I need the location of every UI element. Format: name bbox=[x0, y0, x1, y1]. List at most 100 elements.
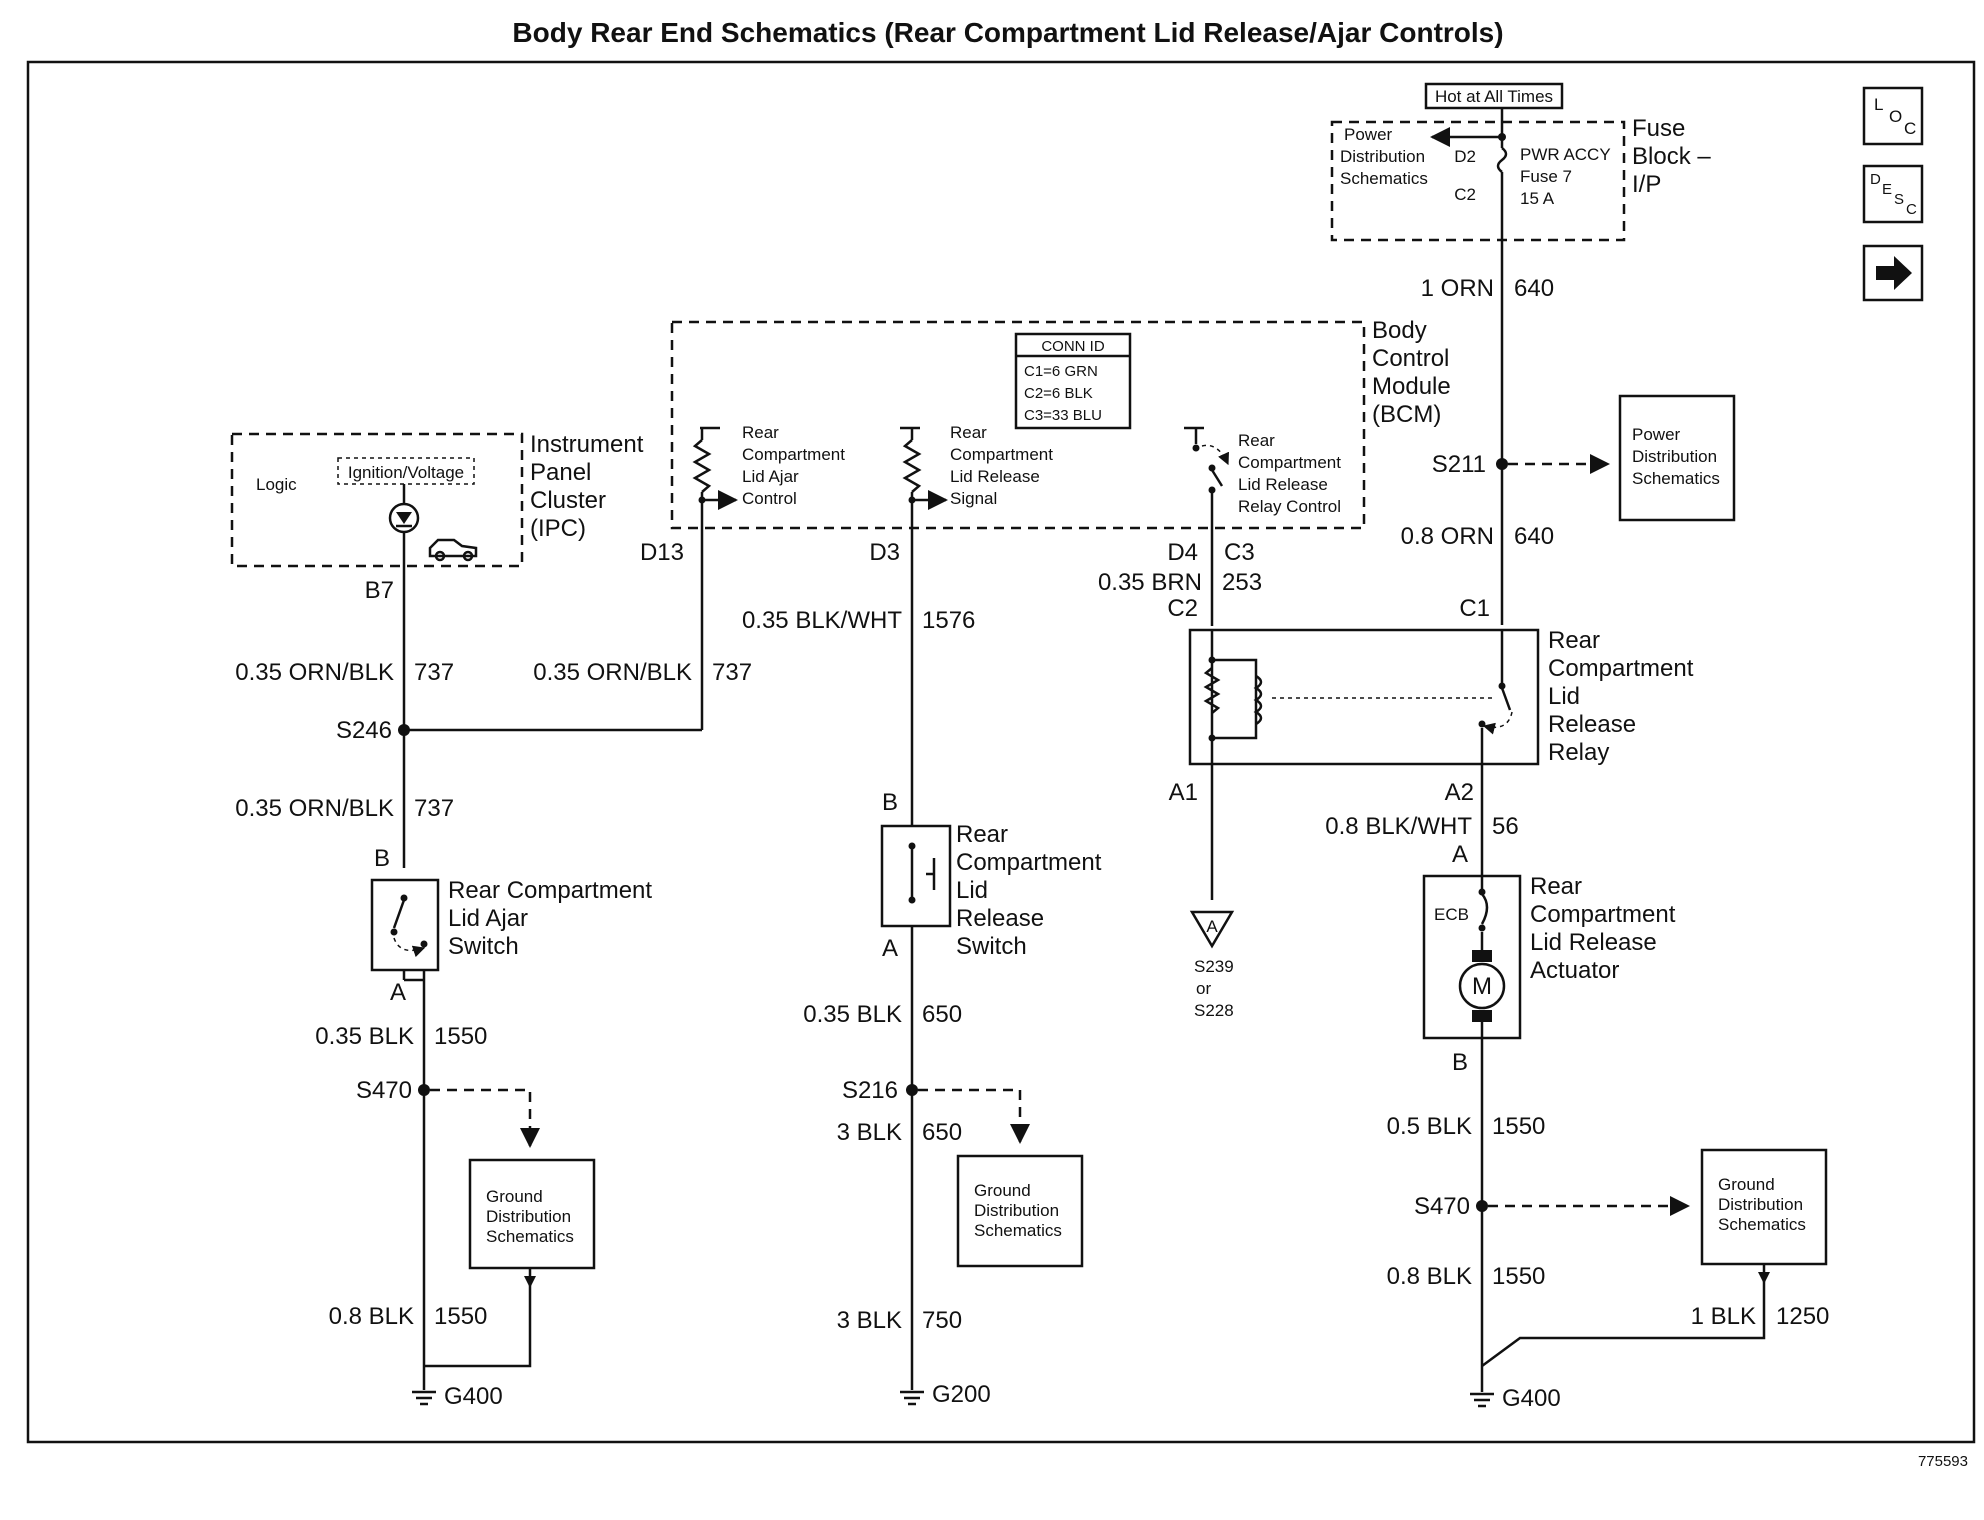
ground-g400-right-icon bbox=[1470, 1392, 1494, 1408]
ajar-switch-pin-b: B bbox=[374, 845, 390, 872]
splice-s211 bbox=[1496, 458, 1508, 470]
wire-56-gauge: 0.8 BLK/WHT bbox=[1325, 813, 1472, 840]
instrument-panel-cluster: Logic Ignition/Voltage Instrument Panel … bbox=[230, 431, 644, 576]
ground-reference-flag-icon bbox=[1189, 910, 1235, 949]
relay-coil-icon bbox=[1253, 674, 1263, 726]
wire-650-a-gauge: 0.35 BLK bbox=[803, 1001, 902, 1028]
wire-650-b-circuit: 650 bbox=[922, 1119, 962, 1146]
release-switch-name-5: Switch bbox=[956, 933, 1027, 960]
fuse-pds-label-2: Distribution bbox=[1340, 147, 1425, 166]
loc-icon[interactable]: LOC bbox=[1862, 86, 1924, 146]
bcm-pin-d13: D13 bbox=[640, 539, 684, 566]
relay-pin-c2: C2 bbox=[1167, 595, 1198, 622]
fuse-pds-label-3: Schematics bbox=[1340, 169, 1428, 188]
actuator-ecb-label: ECB bbox=[1434, 905, 1469, 924]
svg-text:L: L bbox=[1874, 95, 1883, 114]
actuator-name-3: Lid Release bbox=[1530, 929, 1657, 956]
ground-g200: G200 bbox=[932, 1381, 991, 1408]
actuator-pin-b: B bbox=[1452, 1049, 1468, 1076]
bcm-relay-control-switch bbox=[1184, 426, 1229, 530]
wire-1576-circuit: 1576 bbox=[922, 607, 975, 634]
relay-name-5: Relay bbox=[1548, 739, 1609, 766]
splice-s216-label: S216 bbox=[842, 1077, 898, 1104]
bcm-release-4: Signal bbox=[950, 489, 997, 508]
svg-text:C: C bbox=[1906, 201, 1917, 218]
pds-right-3: Schematics bbox=[1632, 469, 1720, 488]
rear-compartment-lid-release-actuator bbox=[1422, 874, 1522, 1040]
bcm-ajar-1: Rear bbox=[742, 423, 779, 442]
ground-ref-2: or bbox=[1196, 979, 1211, 998]
ajar-switch-name-1: Rear Compartment bbox=[448, 877, 652, 904]
wire-1550-b-circuit: 1550 bbox=[434, 1303, 487, 1330]
ajar-switch-pin-a: A bbox=[390, 979, 406, 1006]
figure-id: 775593 bbox=[1918, 1453, 1968, 1470]
gds-right-3: Schematics bbox=[1718, 1215, 1806, 1234]
ipc-pin-b7: B7 bbox=[365, 577, 394, 604]
conn-id-c2: C2=6 BLK bbox=[1024, 385, 1093, 402]
svg-text:S: S bbox=[1894, 191, 1904, 208]
wire-750-gauge: 3 BLK bbox=[837, 1307, 902, 1334]
bcm-ajar-control-resistor bbox=[692, 426, 738, 530]
fuse-block-name-3: I/P bbox=[1632, 171, 1661, 198]
conn-id-box bbox=[1014, 332, 1132, 430]
wire-650-a-circuit: 650 bbox=[922, 1001, 962, 1028]
bcm-release-1: Rear bbox=[950, 423, 987, 442]
wire-1250-circuit: 1250 bbox=[1776, 1303, 1829, 1330]
bcm-release-2: Compartment bbox=[950, 445, 1053, 464]
ipc-ignition-label: Ignition/Voltage bbox=[348, 463, 464, 482]
wire-737-sw-circuit: 737 bbox=[414, 795, 454, 822]
release-switch-name-4: Release bbox=[956, 905, 1044, 932]
wire-1550-c-circuit: 1550 bbox=[1492, 1113, 1545, 1140]
fuse-7-icon bbox=[1496, 147, 1508, 173]
wire-56-circuit: 56 bbox=[1492, 813, 1519, 840]
bcm-ajar-2: Compartment bbox=[742, 445, 845, 464]
next-arrow-icon[interactable] bbox=[1862, 244, 1924, 302]
wire-1250-gauge: 1 BLK bbox=[1691, 1303, 1756, 1330]
wire-1550-d-circuit: 1550 bbox=[1492, 1263, 1545, 1290]
fuse-pds-label-1: Power bbox=[1344, 125, 1393, 144]
splice-s470-right bbox=[1476, 1200, 1488, 1212]
actuator-motor-label: M bbox=[1472, 973, 1492, 1000]
relay-pin-a2: A2 bbox=[1445, 779, 1474, 806]
bcm-relayctrl-4: Relay Control bbox=[1238, 497, 1341, 516]
hot-at-all-times-box bbox=[1424, 82, 1564, 110]
gds-left-3: Schematics bbox=[486, 1227, 574, 1246]
wire-737-ipc-gauge: 0.35 ORN/BLK bbox=[235, 659, 394, 686]
bcm-pin-d4: D4 bbox=[1167, 539, 1198, 566]
bcm-ajar-3: Lid Ajar bbox=[742, 467, 799, 486]
fuse-label-3: 15 A bbox=[1520, 189, 1555, 208]
splice-s246-label: S246 bbox=[336, 717, 392, 744]
bcm-name-4: (BCM) bbox=[1372, 401, 1441, 428]
gds-mid-1: Ground bbox=[974, 1181, 1031, 1200]
wire-750-circuit: 750 bbox=[922, 1307, 962, 1334]
ipc-logic-label: Logic bbox=[256, 475, 297, 494]
wire-640-circuit-bot: 640 bbox=[1514, 523, 1554, 550]
wire-640-circuit-top: 640 bbox=[1514, 275, 1554, 302]
release-switch-name-1: Rear bbox=[956, 821, 1008, 848]
release-switch-pin-b: B bbox=[882, 789, 898, 816]
splice-s470-left bbox=[418, 1084, 430, 1096]
pds-right-1: Power bbox=[1632, 425, 1681, 444]
bcm-name-3: Module bbox=[1372, 373, 1451, 400]
fuse-block: Hot at All Times Power Distribution Sche… bbox=[1330, 82, 1711, 242]
circuit-breaker-icon bbox=[1480, 893, 1489, 925]
bcm-relayctrl-2: Compartment bbox=[1238, 453, 1341, 472]
bcm-release-3: Lid Release bbox=[950, 467, 1040, 486]
ground-g200-icon bbox=[900, 1390, 924, 1406]
outer-border bbox=[26, 60, 1976, 1444]
splice-s470-right-label: S470 bbox=[1414, 1193, 1470, 1220]
bcm-ajar-4: Control bbox=[742, 489, 797, 508]
relay-name-3: Lid bbox=[1548, 683, 1580, 710]
pds-box-right bbox=[1618, 394, 1736, 522]
gds-box-middle bbox=[956, 1154, 1084, 1268]
ground-ref-1: S239 bbox=[1194, 957, 1234, 976]
ipc-name-3: Cluster bbox=[530, 487, 606, 514]
splice-s470-left-label: S470 bbox=[356, 1077, 412, 1104]
wire-1550-a-circuit: 1550 bbox=[434, 1023, 487, 1050]
fuse-pin-d2: D2 bbox=[1454, 147, 1476, 166]
ground-g400-left: G400 bbox=[444, 1383, 503, 1410]
bcm-release-signal-resistor bbox=[900, 426, 948, 530]
